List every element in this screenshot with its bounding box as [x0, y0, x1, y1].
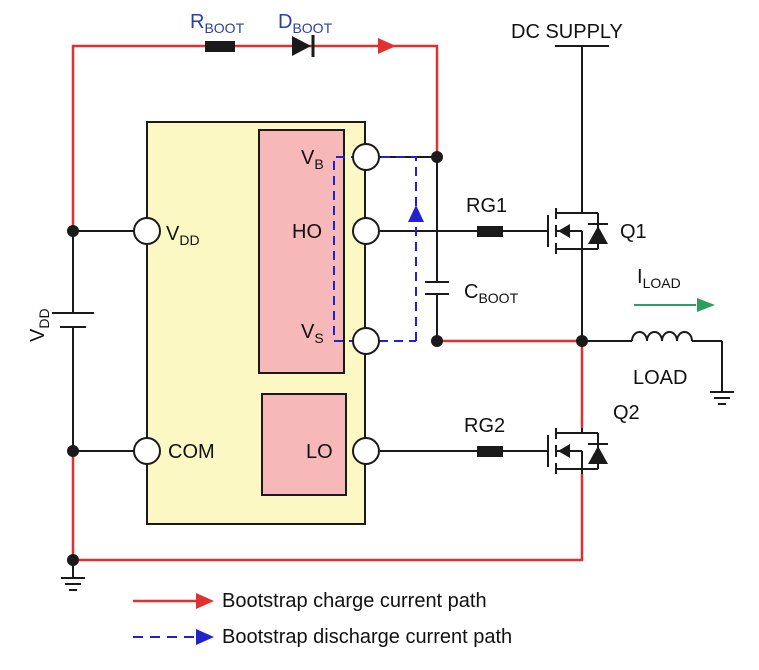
- lo-pin: [352, 437, 380, 465]
- circuit-wiring: [52, 45, 734, 591]
- lo-label: LO: [306, 441, 333, 463]
- load-current-arrow: [634, 298, 715, 312]
- charge-path-arrow: [378, 38, 396, 54]
- q2-label: Q2: [613, 402, 640, 424]
- rg2-resistor: [477, 446, 503, 457]
- legend-discharge-entry: Bootstrap discharge current path: [133, 626, 512, 648]
- cboot-label: CBOOT: [464, 281, 519, 306]
- vs-label: VS: [301, 321, 324, 346]
- vb-pin: [352, 143, 380, 171]
- q1-label: Q1: [620, 221, 647, 243]
- legend-charge-entry: Bootstrap charge current path: [133, 590, 487, 612]
- mosfet-q1: [547, 208, 608, 254]
- com-pin: [133, 437, 161, 465]
- rboot-resistor: [205, 41, 235, 52]
- dboot-label: DBOOT: [278, 11, 333, 36]
- high-side-block: [258, 129, 345, 374]
- vdd-source-label: VDD: [27, 308, 52, 342]
- legend: Bootstrap charge current path Bootstrap …: [133, 590, 512, 648]
- dc-supply-label: DC SUPPLY: [511, 21, 623, 43]
- rg1-label: RG1: [466, 195, 507, 217]
- vdd-pin: [133, 217, 161, 245]
- discharge-path-arrow: [408, 205, 424, 222]
- iload-label: ILOAD: [637, 266, 681, 291]
- ho-label: HO: [292, 221, 322, 243]
- junction-dots: [67, 151, 588, 566]
- vdd-pin-label: VDD: [166, 223, 200, 248]
- rg2-label: RG2: [464, 415, 505, 437]
- legend-charge-text: Bootstrap charge current path: [222, 590, 487, 612]
- rg1-resistor: [477, 226, 503, 237]
- dboot-diode: [292, 35, 315, 57]
- ic-pins: [133, 143, 380, 465]
- vs-pin: [352, 327, 380, 355]
- mosfet-q2: [547, 428, 608, 474]
- low-side-block: [261, 393, 347, 496]
- com-label: COM: [168, 441, 215, 463]
- legend-discharge-text: Bootstrap discharge current path: [222, 626, 512, 648]
- rboot-label: RBOOT: [190, 11, 245, 36]
- ho-pin: [352, 217, 380, 245]
- vb-label: VB: [301, 147, 324, 172]
- load-label: LOAD: [633, 367, 687, 389]
